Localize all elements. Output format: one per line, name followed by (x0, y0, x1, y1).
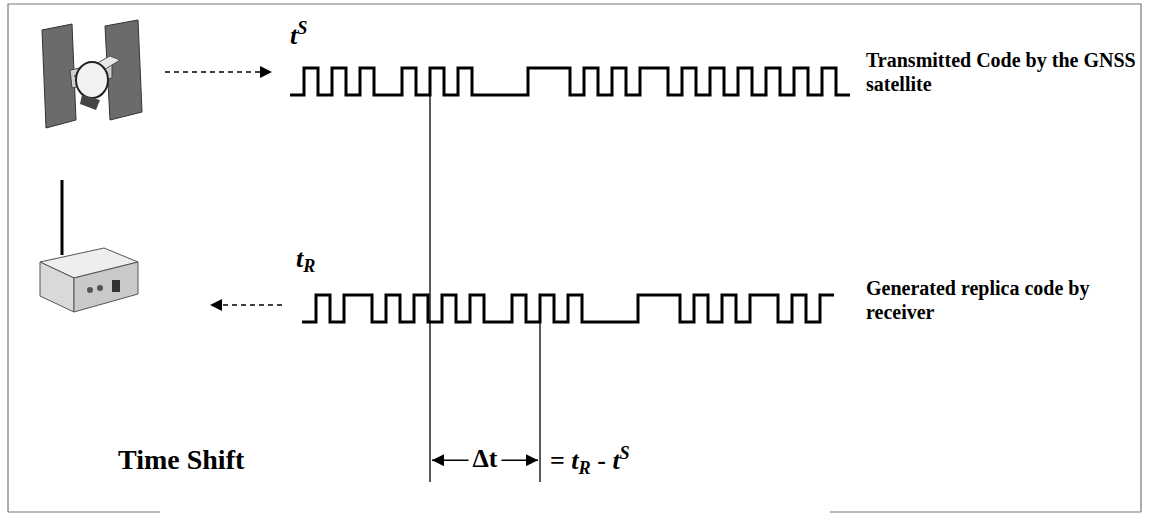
code-label: Generated replica code by receiver (866, 276, 1141, 324)
time-symbol-text: t (290, 21, 297, 50)
heading-label-text: Time Shift (118, 444, 244, 475)
code-label: Transmitted Code by the GNSS satellite (866, 48, 1141, 96)
receiver-icon (40, 180, 138, 312)
equation-text: - (597, 446, 606, 475)
signal-arrow (165, 71, 272, 73)
frame (8, 4, 1141, 512)
satellite-icon (42, 20, 142, 128)
dimension-arrow (432, 459, 469, 461)
time-symbol: tR (296, 243, 315, 278)
timing-line (429, 95, 430, 482)
equation-text: S (620, 443, 630, 463)
equation-text: = (550, 446, 565, 475)
delta-label: Δt (473, 443, 498, 474)
signal-arrow (210, 304, 282, 306)
equation-text: R (579, 458, 591, 478)
time-symbol-text: S (297, 18, 307, 38)
heading-label: Time Shift (118, 443, 244, 477)
code-waveform (290, 68, 850, 95)
time-symbol: tS (290, 18, 307, 51)
equation-text: t (612, 446, 619, 475)
delta-label-text: Δt (473, 444, 498, 473)
time-symbol-text: t (296, 244, 303, 273)
time-symbol-text: R (303, 256, 315, 276)
equation-text: t (571, 446, 578, 475)
code-label-text: Generated replica code by receiver (866, 277, 1089, 323)
code-label-text: Transmitted Code by the GNSS satellite (866, 49, 1136, 95)
equation: =tR-tS (550, 443, 630, 480)
timing-line (539, 322, 540, 482)
dimension-arrow (501, 459, 538, 461)
code-waveform (302, 295, 834, 322)
